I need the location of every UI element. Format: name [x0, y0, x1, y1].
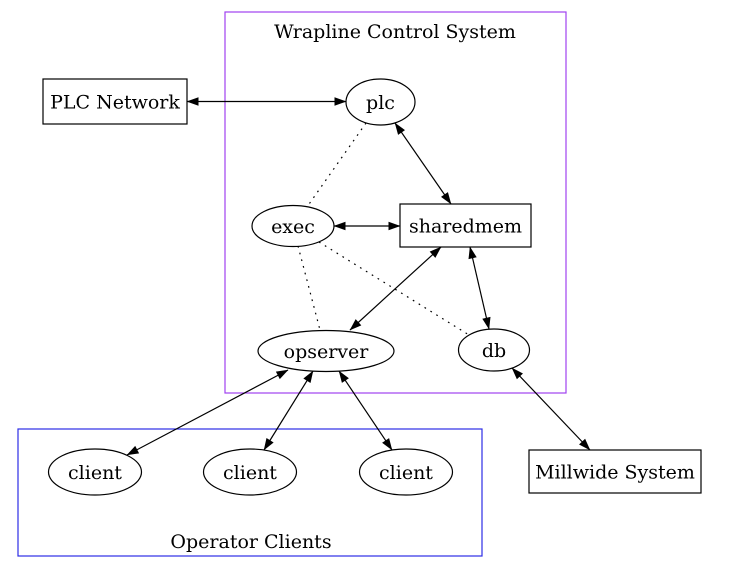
- exec-label: exec: [271, 216, 315, 238]
- node-client-1: client: [47, 448, 143, 496]
- client-2-ellipse: [202, 448, 298, 496]
- cluster-wrapline-border: [224, 11, 567, 394]
- edge-opserver-client-2: [263, 370, 314, 451]
- client-3-label: client: [379, 462, 433, 484]
- millwide-system-label: Millwide System: [535, 462, 695, 484]
- node-client-2: client: [202, 448, 298, 496]
- edge-exec-db-dotted: [318, 241, 470, 336]
- plc-network-label: PLC Network: [50, 92, 180, 114]
- node-exec: exec: [251, 204, 335, 248]
- client-2-label: client: [223, 462, 277, 484]
- millwide-system-box: [528, 449, 702, 494]
- db-label: db: [482, 340, 506, 362]
- cluster-wrapline-control-system: Wrapline Control System: [224, 11, 567, 394]
- client-3-ellipse: [358, 448, 454, 496]
- edge-db-millwide: [511, 367, 591, 451]
- node-millwide-system: Millwide System: [528, 449, 702, 494]
- edge-exec-opserver-dotted: [297, 245, 321, 331]
- edges: [126, 97, 591, 456]
- node-opserver: opserver: [257, 329, 395, 373]
- opserver-label: opserver: [284, 341, 370, 363]
- plc-ellipse: [345, 78, 416, 126]
- node-plc-network: PLC Network: [42, 78, 188, 125]
- db-ellipse: [457, 328, 531, 372]
- exec-ellipse: [251, 204, 335, 248]
- edge-opserver-client-1: [126, 369, 289, 456]
- sharedmem-box: [399, 203, 532, 248]
- plc-label: plc: [366, 92, 395, 114]
- client-1-ellipse: [47, 448, 143, 496]
- edge-opserver-client-3: [338, 370, 393, 451]
- cluster-operator-clients-title: Operator Clients: [170, 531, 331, 553]
- opserver-ellipse: [257, 329, 395, 373]
- node-plc: plc: [345, 78, 416, 126]
- client-1-label: client: [68, 462, 122, 484]
- edge-plc-sharedmem: [394, 122, 452, 205]
- edge-exec-plc-dotted: [306, 122, 367, 208]
- node-db: db: [457, 328, 531, 372]
- node-client-3: client: [358, 448, 454, 496]
- edge-sharedmem-opserver: [349, 246, 442, 331]
- plc-network-box: [42, 78, 188, 125]
- cluster-wrapline-title: Wrapline Control System: [274, 21, 516, 43]
- sharedmem-label: sharedmem: [409, 216, 522, 238]
- edge-sharedmem-db: [468, 246, 491, 330]
- node-sharedmem: sharedmem: [399, 203, 532, 248]
